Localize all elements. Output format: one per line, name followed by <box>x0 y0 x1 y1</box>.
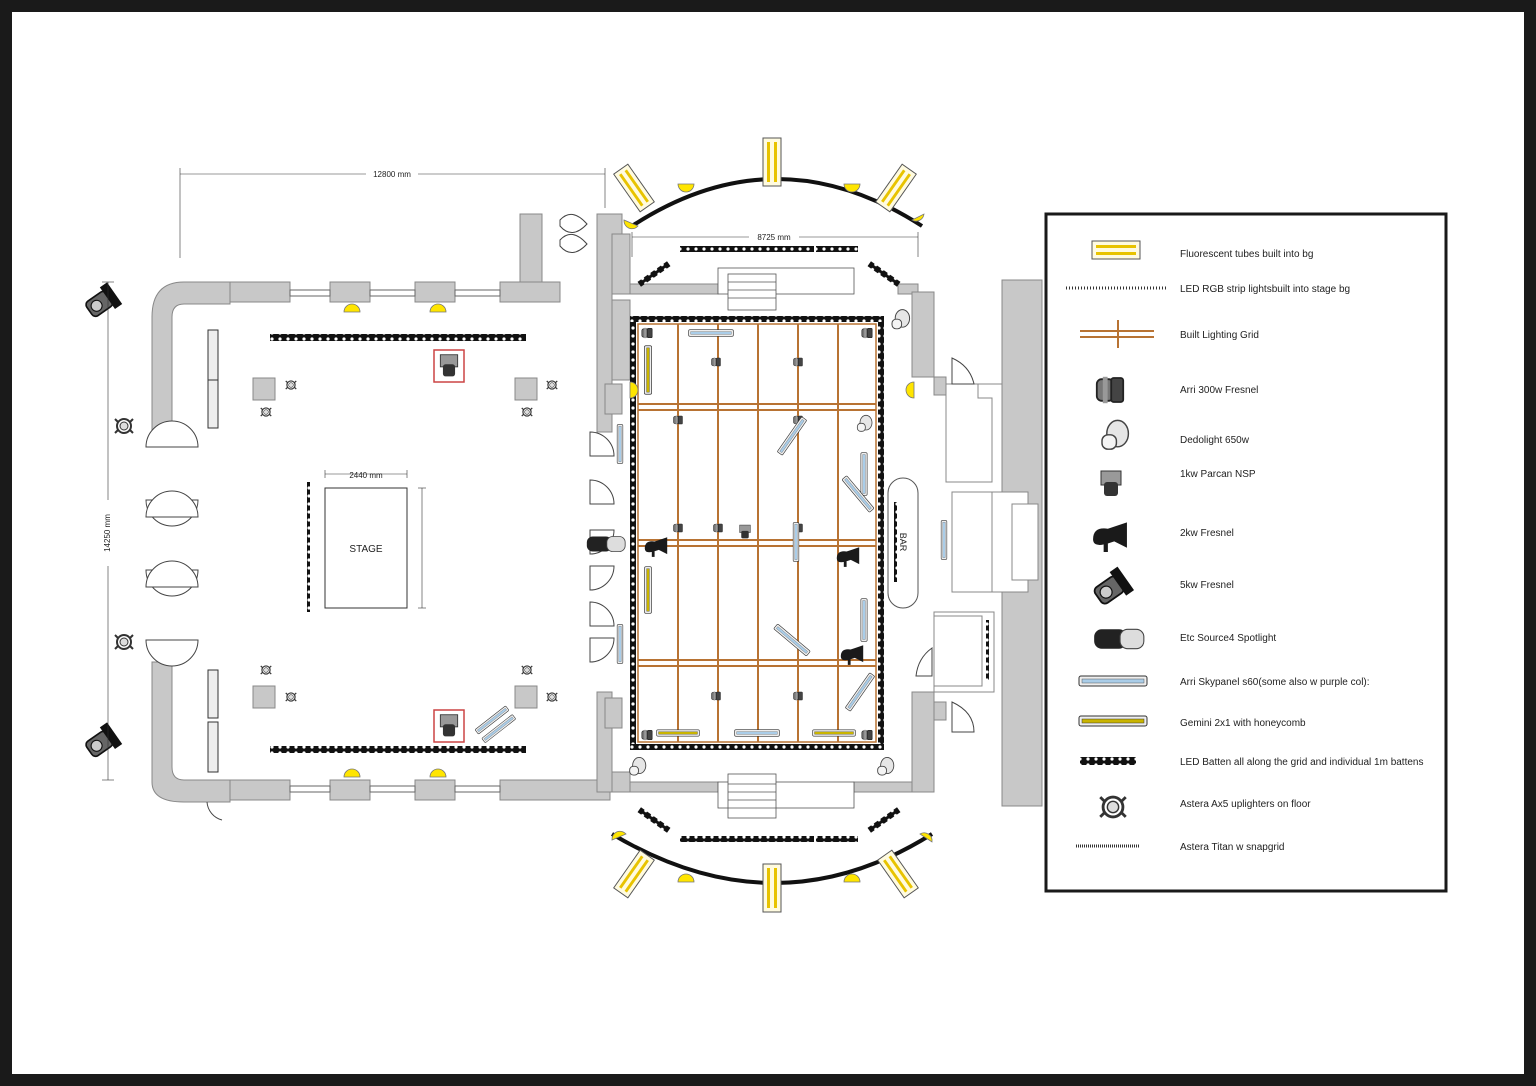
legend-arri-icon <box>1095 375 1125 405</box>
left-doors <box>145 213 588 821</box>
left-room-skypanels-angled <box>474 705 517 744</box>
grid-room-walls <box>611 233 947 793</box>
legend-label-ax5: Astera Ax5 uplighters on floor <box>1180 799 1311 810</box>
stage-label: STAGE <box>349 544 382 555</box>
grid-parcan <box>739 524 751 539</box>
legend-parcan-icon <box>1100 470 1122 497</box>
legend: Fluorescent tubes built into bg LED RGB … <box>1044 212 1448 893</box>
left-room-walls <box>151 213 623 803</box>
steps <box>717 267 855 819</box>
outside-source4 <box>586 536 626 552</box>
legend-label-titan: Astera Titan w snapgrid <box>1180 842 1285 853</box>
legend-label-led-strip: LED RGB strip lightsbuilt into stage bg <box>1180 284 1350 295</box>
legend-label-2kw: 2kw Fresnel <box>1180 528 1234 539</box>
bar-label: BAR <box>898 533 908 552</box>
legend-label-grid: Built Lighting Grid <box>1180 330 1259 341</box>
legend-grid-icon <box>1080 320 1154 348</box>
grid-perimeter-battens <box>630 316 884 750</box>
legend-batten-icon <box>1080 757 1136 765</box>
legend-ax5-icon <box>1098 795 1128 819</box>
legend-label-gemini: Gemini 2x1 with honeycomb <box>1180 718 1306 729</box>
grid-dedolights <box>629 309 911 776</box>
legend-label-arri: Arri 300w Fresnel <box>1180 385 1258 396</box>
grid-dim-8725: 8725 mm <box>757 233 791 242</box>
legend-source4-icon <box>1093 628 1145 650</box>
left-room-battens <box>270 334 526 753</box>
legend-label-5kw: 5kw Fresnel <box>1180 580 1234 591</box>
bottom-frontage <box>610 807 934 913</box>
right-rooms <box>915 279 1043 807</box>
left-room-pillars <box>252 377 538 709</box>
legend-gemini-icon <box>1078 715 1148 727</box>
left-room-yellow-uplights <box>343 303 447 778</box>
bar: BAR <box>887 477 919 609</box>
top-frontage <box>613 137 925 287</box>
left-room-skypanels <box>207 329 219 773</box>
grid-yellow-uplights <box>629 381 915 399</box>
floor-plan: STAGE 2440 mm 12800 mm 14250 mm 8725 mm <box>80 137 1448 913</box>
legend-fluorescent-icon <box>1091 240 1141 260</box>
legend-label-fluorescent: Fluorescent tubes built into bg <box>1180 249 1313 260</box>
built-lighting-grid <box>637 323 877 743</box>
width-dim-12800: 12800 mm <box>373 170 411 179</box>
drawing-sheet: STAGE 2440 mm 12800 mm 14250 mm 8725 mm <box>12 12 1524 1074</box>
legend-label-source4: Etc Source4 Spotlight <box>1180 633 1276 644</box>
stage: STAGE 2440 mm <box>307 470 426 612</box>
dimension-lines <box>102 168 919 781</box>
legend-label-dedolight: Dedolight 650w <box>1180 435 1250 446</box>
legend-label-batten: LED Batten all along the grid and indivi… <box>1180 757 1424 768</box>
legend-label-parcan: 1kw Parcan NSP <box>1180 469 1256 480</box>
legend-label-skypanel: Arri Skypanel s60(some also w purple col… <box>1180 677 1370 688</box>
legend-skypanel-icon <box>1078 675 1148 687</box>
height-dim-14250: 14250 mm <box>103 514 112 552</box>
left-room-parcans <box>433 349 465 743</box>
stage-width-dim: 2440 mm <box>349 471 383 480</box>
windows <box>289 289 501 793</box>
